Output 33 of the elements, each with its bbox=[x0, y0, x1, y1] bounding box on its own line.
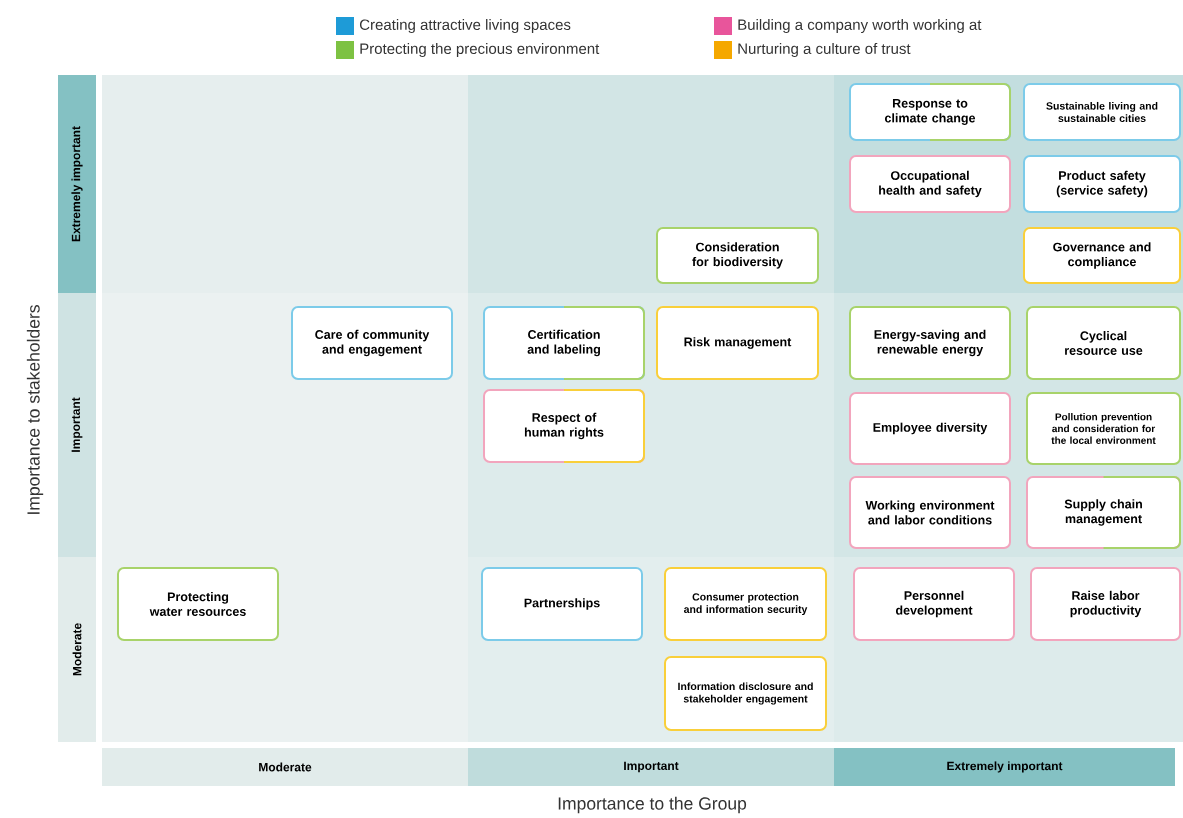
topic-box: Certification and labeling bbox=[483, 306, 645, 380]
topic-box: Sustainable living and sustainable cities bbox=[1023, 83, 1181, 141]
legend-text: Nurturing a culture of trust bbox=[738, 43, 911, 57]
topic-box: Cyclical resource use bbox=[1026, 306, 1181, 380]
topic-box: Risk management bbox=[656, 306, 819, 380]
axis-band: Extremely important bbox=[58, 75, 96, 293]
topic-box: Supply chain management bbox=[1026, 476, 1181, 549]
topic-box: Employee diversity bbox=[849, 392, 1011, 465]
axis-band: Important bbox=[468, 748, 834, 786]
topic-box: Consideration for biodiversity bbox=[656, 227, 819, 284]
axis-title: Importance to stakeholders bbox=[26, 305, 44, 514]
axis-band: Moderate bbox=[58, 557, 96, 742]
topic-box: Protecting water resources bbox=[117, 567, 279, 641]
topic-box: Personnel development bbox=[853, 567, 1015, 641]
topic-box: Pollution prevention and consideration for the local environment bbox=[1026, 392, 1181, 465]
topic-box: Raise labor productivity bbox=[1030, 567, 1181, 641]
topic-box: Working environment and labor conditions bbox=[849, 476, 1011, 549]
topic-box: Response to climate change bbox=[849, 83, 1011, 141]
topic-box: Information disclosure and stakeholder engagement bbox=[664, 656, 827, 731]
topic-box: Care of community and engagement bbox=[291, 306, 453, 380]
topic-box: Product safety (service safety) bbox=[1023, 155, 1181, 213]
topic-box: Governance and compliance bbox=[1023, 227, 1181, 284]
axis-band: Moderate bbox=[102, 748, 468, 786]
topic-box: Partnerships bbox=[481, 567, 643, 641]
topic-box: Consumer protection and information security bbox=[664, 567, 827, 641]
legend-text: Building a company worth working at bbox=[738, 19, 982, 33]
axis-band: Important bbox=[58, 293, 96, 557]
legend-text: Creating attractive living spaces bbox=[360, 19, 571, 33]
topic-box: Respect of human rights bbox=[483, 389, 645, 463]
topic-box: Occupational health and safety bbox=[849, 155, 1011, 213]
axis-band: Extremely important bbox=[834, 748, 1175, 786]
topic-box: Energy-saving and renewable energy bbox=[849, 306, 1011, 380]
legend-text: Protecting the precious environment bbox=[360, 43, 600, 57]
